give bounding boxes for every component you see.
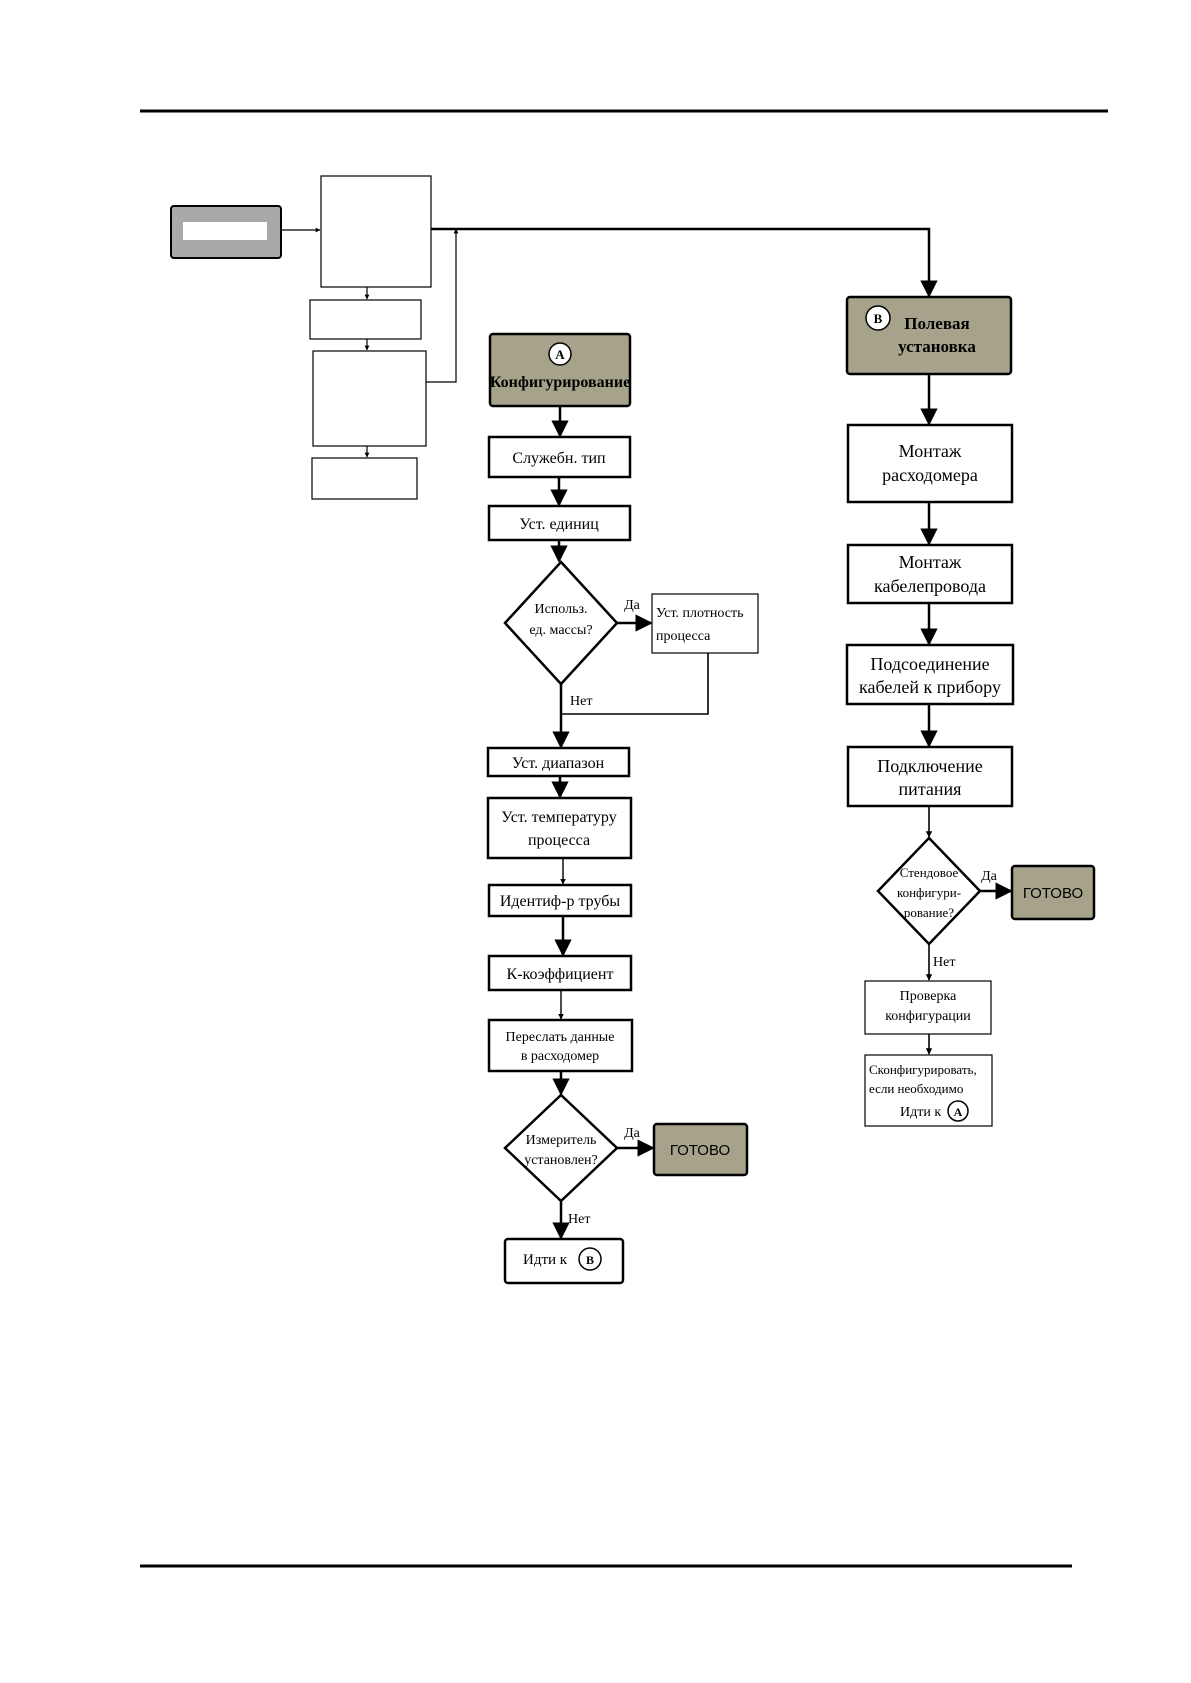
svg-text:Идти к: Идти к — [523, 1252, 568, 1268]
svg-text:Уст. плотность: Уст. плотность — [656, 606, 743, 621]
marker-b-icon — [865, 305, 891, 331]
svg-text:процесса: процесса — [656, 629, 711, 644]
svg-text:ГОТОВО: ГОТОВО — [1023, 885, 1083, 902]
overview-box-1 — [320, 175, 432, 288]
set-range-node: Уст. диапазон — [486, 746, 631, 778]
send-data-node: Переслать данные в расходомер — [487, 1018, 634, 1073]
svg-text:Уст. диапазон: Уст. диапазон — [512, 755, 605, 772]
svg-text:К-коэффициент: К-коэффициент — [507, 966, 614, 983]
svg-text:Идти к: Идти к — [900, 1105, 941, 1120]
svg-text:рование?: рование? — [904, 905, 954, 920]
mount-conduit-node: Монтаж кабелепровода — [846, 543, 1014, 605]
overview-return-connector — [426, 228, 459, 383]
svg-text:Полевая: Полевая — [904, 314, 969, 333]
svg-text:B: B — [586, 1253, 594, 1267]
svg-text:если необходимо: если необходимо — [869, 1081, 963, 1096]
svg-text:Использ.: Использ. — [534, 602, 587, 617]
svg-text:Стендовое: Стендовое — [900, 865, 959, 880]
marker-b-icon — [578, 1247, 602, 1271]
set-density-node: Уст. плотность процесса — [651, 593, 759, 654]
svg-text:A: A — [555, 347, 565, 362]
svg-text:Монтаж: Монтаж — [899, 441, 962, 461]
no-label: Нет — [570, 694, 592, 709]
field-done-node: ГОТОВО — [1010, 864, 1096, 921]
svg-text:конфигури-: конфигури- — [897, 885, 961, 900]
config-start-node: A Конфигурирование — [488, 332, 632, 408]
svg-text:Переслать данные: Переслать данные — [506, 1030, 615, 1045]
svg-text:Измеритель: Измеритель — [526, 1133, 597, 1148]
mass-units-decision: Использ. ед. массы? — [503, 560, 619, 686]
mount-meter-node: Монтаж расходомера — [846, 423, 1014, 504]
set-units-node: Уст. единиц — [487, 504, 632, 542]
svg-text:кабелепровода: кабелепровода — [874, 576, 986, 596]
overview-box-3 — [312, 350, 427, 447]
svg-text:питания: питания — [899, 779, 962, 799]
overview-start-node — [170, 205, 282, 259]
yes-label: Да — [981, 869, 998, 884]
yes-label: Да — [624, 1126, 641, 1141]
marker-a-icon — [548, 342, 572, 366]
svg-text:B: B — [874, 311, 883, 326]
svg-text:Проверка: Проверка — [900, 989, 957, 1004]
svg-text:Подключение: Подключение — [877, 756, 982, 776]
pipe-id-node: Идентиф-р трубы — [487, 883, 633, 918]
goto-b-node: Идти к B — [503, 1237, 625, 1285]
svg-text:установлен?: установлен? — [524, 1153, 598, 1168]
svg-text:процесса: процесса — [528, 832, 590, 849]
connector-density-return — [561, 653, 709, 715]
set-temperature-node: Уст. температуру процесса — [486, 796, 633, 860]
check-config-node: Проверка конфигурации — [864, 980, 992, 1035]
svg-text:Уст. температуру: Уст. температуру — [501, 809, 616, 826]
service-type-node: Служебн. тип — [487, 435, 632, 479]
connector-to-field-install — [431, 227, 938, 298]
overview-box-4 — [311, 457, 418, 500]
svg-text:кабелей к прибору: кабелей к прибору — [859, 677, 1001, 697]
reconfigure-node: Сконфигурировать, если необходимо Идти к… — [864, 1054, 993, 1127]
svg-text:A: A — [954, 1105, 963, 1119]
no-label: Нет — [568, 1212, 590, 1227]
config-done-node: ГОТОВО — [652, 1122, 749, 1177]
svg-text:ГОТОВО: ГОТОВО — [670, 1142, 730, 1159]
svg-text:Подсоединение: Подсоединение — [870, 654, 989, 674]
svg-text:в расходомер: в расходомер — [521, 1049, 599, 1064]
k-factor-node: К-коэффициент — [487, 954, 633, 992]
connect-power-node: Подключение питания — [846, 745, 1014, 808]
svg-text:Служебн. тип: Служебн. тип — [512, 450, 606, 467]
field-start-node: B Полевая установка — [845, 295, 1013, 376]
marker-a-icon — [947, 1100, 969, 1122]
svg-text:ед. массы?: ед. массы? — [529, 623, 592, 638]
bench-config-decision: Стендовое конфигури- рование? — [876, 836, 982, 946]
svg-text:Монтаж: Монтаж — [899, 552, 962, 572]
svg-text:конфигурации: конфигурации — [885, 1009, 971, 1024]
svg-text:установка: установка — [898, 337, 976, 356]
overview-box-2 — [309, 299, 422, 340]
svg-text:Идентиф-р трубы: Идентиф-р трубы — [500, 893, 621, 910]
meter-installed-decision: Измеритель установлен? — [503, 1093, 619, 1203]
svg-text:расходомера: расходомера — [882, 465, 978, 485]
connect-cables-node: Подсоединение кабелей к прибору — [845, 643, 1015, 706]
config-title: Конфигурирование — [490, 374, 630, 391]
no-label: Нет — [933, 955, 955, 970]
yes-label: Да — [624, 598, 641, 613]
svg-text:Сконфигурировать,: Сконфигурировать, — [869, 1062, 977, 1077]
svg-text:Уст. единиц: Уст. единиц — [519, 516, 599, 533]
